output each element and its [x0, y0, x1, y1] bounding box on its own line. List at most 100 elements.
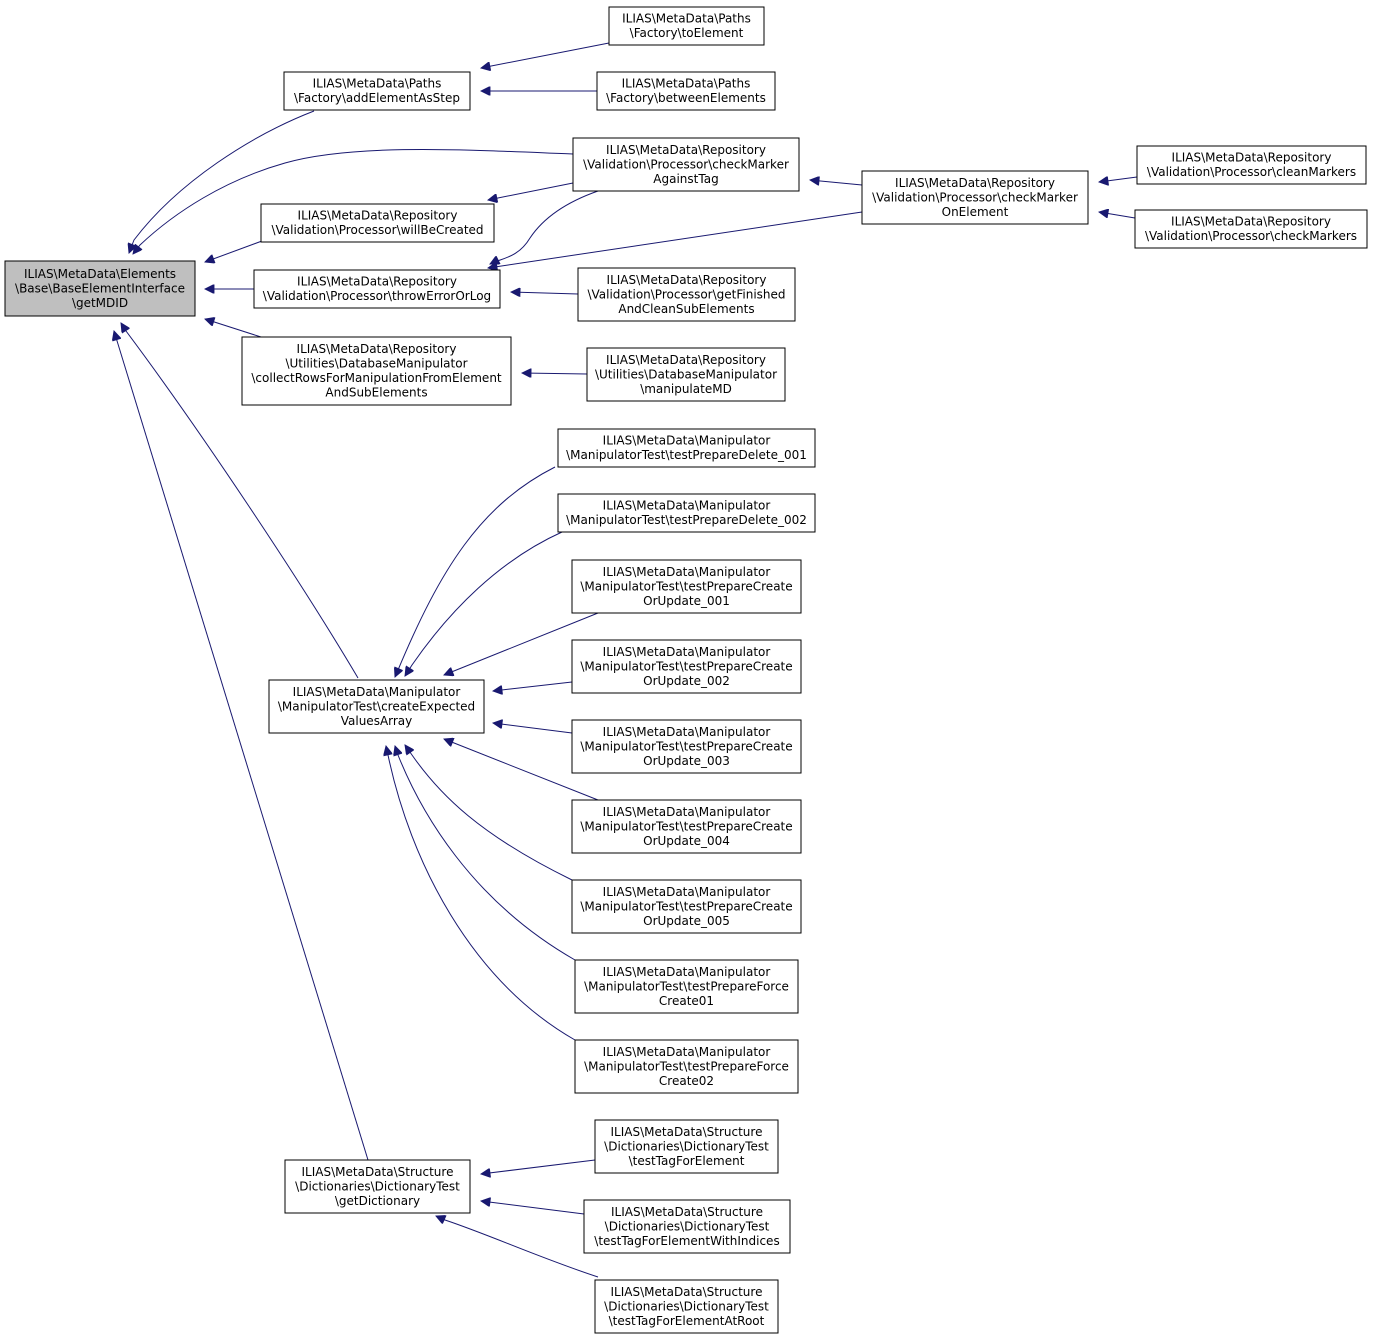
node-testPrepareDelete_002[interactable]: ILIAS\MetaData\Manipulator\ManipulatorTe…	[557, 493, 816, 533]
edge-manipulateMD-to-collectRows	[522, 373, 588, 374]
node-label-line: \Validation\Processor\checkMarker	[583, 157, 789, 171]
node-testPrepareCreateOrUpdate_002[interactable]: ILIAS\MetaData\Manipulator\ManipulatorTe…	[571, 639, 802, 694]
node-box	[557, 493, 816, 533]
node-betweenElements[interactable]: ILIAS\MetaData\Paths\Factory\betweenElem…	[596, 71, 776, 111]
node-box	[571, 559, 802, 614]
node-label-line: \manipulateMD	[640, 382, 732, 396]
node-getDictionary[interactable]: ILIAS\MetaData\Structure\Dictionaries\Di…	[284, 1159, 471, 1214]
node-label-line: \testTagForElementAtRoot	[609, 1314, 765, 1328]
node-testPrepareCreateOrUpdate_005[interactable]: ILIAS\MetaData\Manipulator\ManipulatorTe…	[571, 879, 802, 934]
node-testPrepareForceCreate01[interactable]: ILIAS\MetaData\Manipulator\ManipulatorTe…	[574, 959, 799, 1014]
node-label-line: \Dictionaries\DictionaryTest	[295, 1179, 460, 1193]
node-throwErrorOrLog[interactable]: ILIAS\MetaData\Repository\Validation\Pro…	[253, 269, 501, 309]
node-label-line: OnElement	[942, 205, 1009, 219]
node-label-line: ValuesArray	[341, 714, 413, 728]
node-checkMarkerOnElement[interactable]: ILIAS\MetaData\Repository\Validation\Pro…	[861, 170, 1089, 225]
node-testPrepareForceCreate02[interactable]: ILIAS\MetaData\Manipulator\ManipulatorTe…	[574, 1039, 799, 1094]
node-checkMarkers[interactable]: ILIAS\MetaData\Repository\Validation\Pro…	[1134, 209, 1368, 249]
node-label-line: OrUpdate_001	[643, 594, 730, 608]
edge-line	[395, 746, 576, 961]
edge-testPrepareForceCreate01-to-createExpectedValuesArray	[395, 746, 576, 961]
node-label-line: \ManipulatorTest\testPrepareCreate	[580, 899, 792, 913]
node-box	[1134, 209, 1368, 249]
edge-willBeCreated-to-root	[205, 240, 263, 262]
node-label-line: OrUpdate_005	[643, 914, 730, 928]
node-label: ILIAS\MetaData\Paths\Factory\addElementA…	[294, 77, 460, 106]
node-label-line: AgainstTag	[653, 172, 718, 186]
node-box	[594, 1119, 779, 1174]
node-testPrepareCreateOrUpdate_004[interactable]: ILIAS\MetaData\Manipulator\ManipulatorTe…	[571, 799, 802, 854]
edge-getDictionary-to-root	[114, 331, 369, 1161]
edge-testTagForElementWithIndices-to-getDictionary	[481, 1201, 585, 1215]
edge-line	[488, 211, 863, 268]
node-label-line: \collectRowsForManipulationFromElement	[251, 371, 502, 385]
node-label-line: \getMDID	[72, 296, 128, 310]
node-box	[861, 170, 1089, 225]
node-label-line: ILIAS\MetaData\Paths	[622, 12, 751, 26]
node-box	[571, 719, 802, 774]
node-label-line: ILIAS\MetaData\Repository	[1171, 215, 1331, 229]
node-checkMarkerAgainstTag[interactable]: ILIAS\MetaData\Repository\Validation\Pro…	[572, 137, 800, 192]
node-createExpectedValuesArray[interactable]: ILIAS\MetaData\Manipulator\ManipulatorTe…	[268, 679, 485, 734]
node-testPrepareCreateOrUpdate_003[interactable]: ILIAS\MetaData\Manipulator\ManipulatorTe…	[571, 719, 802, 774]
node-label-line: ILIAS\MetaData\Structure	[611, 1125, 763, 1139]
node-label-line: \Validation\Processor\getFinished	[587, 287, 785, 301]
node-testTagForElement[interactable]: ILIAS\MetaData\Structure\Dictionaries\Di…	[594, 1119, 779, 1174]
node-testTagForElementWithIndices[interactable]: ILIAS\MetaData\Structure\Dictionaries\Di…	[583, 1199, 791, 1254]
node-box	[571, 639, 802, 694]
node-testPrepareCreateOrUpdate_001[interactable]: ILIAS\MetaData\Manipulator\ManipulatorTe…	[571, 559, 802, 614]
node-label: ILIAS\MetaData\Manipulator\ManipulatorTe…	[580, 885, 792, 928]
node-getFinishedAndCleanSubElements[interactable]: ILIAS\MetaData\Repository\Validation\Pro…	[577, 267, 796, 322]
node-label-line: \Factory\addElementAsStep	[294, 91, 460, 105]
node-box	[1136, 145, 1367, 185]
edge-line	[810, 180, 863, 186]
edge-line	[205, 240, 263, 262]
node-label-line: OrUpdate_003	[643, 754, 730, 768]
edge-checkMarkers-to-checkMarkerOnElement	[1099, 212, 1136, 219]
node-label: ILIAS\MetaData\Structure\Dictionaries\Di…	[295, 1165, 460, 1208]
node-root[interactable]: ILIAS\MetaData\Elements\Base\BaseElement…	[4, 260, 196, 317]
node-label-line: ILIAS\MetaData\Repository	[297, 342, 457, 356]
node-label-line: ILIAS\MetaData\Manipulator	[603, 565, 771, 579]
edge-line	[444, 739, 599, 801]
edge-line	[522, 373, 588, 374]
node-box	[572, 137, 800, 192]
node-label: ILIAS\MetaData\Elements\Base\BaseElement…	[15, 267, 185, 310]
edge-testPrepareCreateOrUpdate_005-to-createExpectedValuesArray	[405, 745, 573, 881]
node-label-line: ILIAS\MetaData\Manipulator	[603, 499, 771, 513]
node-label-line: ILIAS\MetaData\Repository	[1172, 151, 1332, 165]
node-label-line: ILIAS\MetaData\Repository	[606, 353, 766, 367]
node-label-line: \ManipulatorTest\testPrepareCreate	[580, 579, 792, 593]
edge-line	[444, 612, 599, 675]
edge-line	[1099, 177, 1138, 182]
node-label: ILIAS\MetaData\Repository\Validation\Pro…	[263, 275, 491, 304]
node-manipulateMD[interactable]: ILIAS\MetaData\Repository\Utilities\Data…	[586, 347, 786, 402]
node-label-line: \Validation\Processor\willBeCreated	[271, 223, 483, 237]
node-label-line: ILIAS\MetaData\Manipulator	[603, 885, 771, 899]
node-cleanMarkers[interactable]: ILIAS\MetaData\Repository\Validation\Pro…	[1136, 145, 1367, 185]
node-testPrepareDelete_001[interactable]: ILIAS\MetaData\Manipulator\ManipulatorTe…	[557, 428, 816, 468]
node-label-line: ILIAS\MetaData\Paths	[622, 77, 751, 91]
node-label-line: \Utilities\DatabaseManipulator	[285, 357, 467, 371]
node-label: ILIAS\MetaData\Paths\Factory\betweenElem…	[606, 77, 766, 106]
node-testTagForElementAtRoot[interactable]: ILIAS\MetaData\Structure\Dictionaries\Di…	[594, 1279, 779, 1334]
edge-layer	[114, 42, 1138, 1278]
edge-line	[205, 319, 262, 338]
edge-testPrepareDelete_001-to-createExpectedValuesArray	[395, 466, 556, 677]
node-label-line: \ManipulatorTest\testPrepareDelete_001	[566, 448, 807, 462]
node-label-line: Create01	[659, 994, 714, 1008]
node-box	[583, 1199, 791, 1254]
node-label-line: ILIAS\MetaData\Manipulator	[293, 685, 461, 699]
node-label: ILIAS\MetaData\Repository\Validation\Pro…	[271, 209, 483, 238]
node-toElement[interactable]: ILIAS\MetaData\Paths\Factory\toElement	[608, 6, 765, 46]
edge-line	[511, 292, 579, 294]
edge-testPrepareDelete_002-to-createExpectedValuesArray	[405, 531, 563, 676]
node-label: ILIAS\MetaData\Manipulator\ManipulatorTe…	[580, 805, 792, 848]
node-collectRows[interactable]: ILIAS\MetaData\Repository\Utilities\Data…	[241, 336, 512, 406]
edge-line	[386, 746, 576, 1041]
node-label: ILIAS\MetaData\Manipulator\ManipulatorTe…	[580, 565, 792, 608]
node-addElementAsStep[interactable]: ILIAS\MetaData\Paths\Factory\addElementA…	[283, 71, 471, 111]
edge-line	[481, 42, 610, 68]
node-willBeCreated[interactable]: ILIAS\MetaData\Repository\Validation\Pro…	[260, 203, 495, 243]
